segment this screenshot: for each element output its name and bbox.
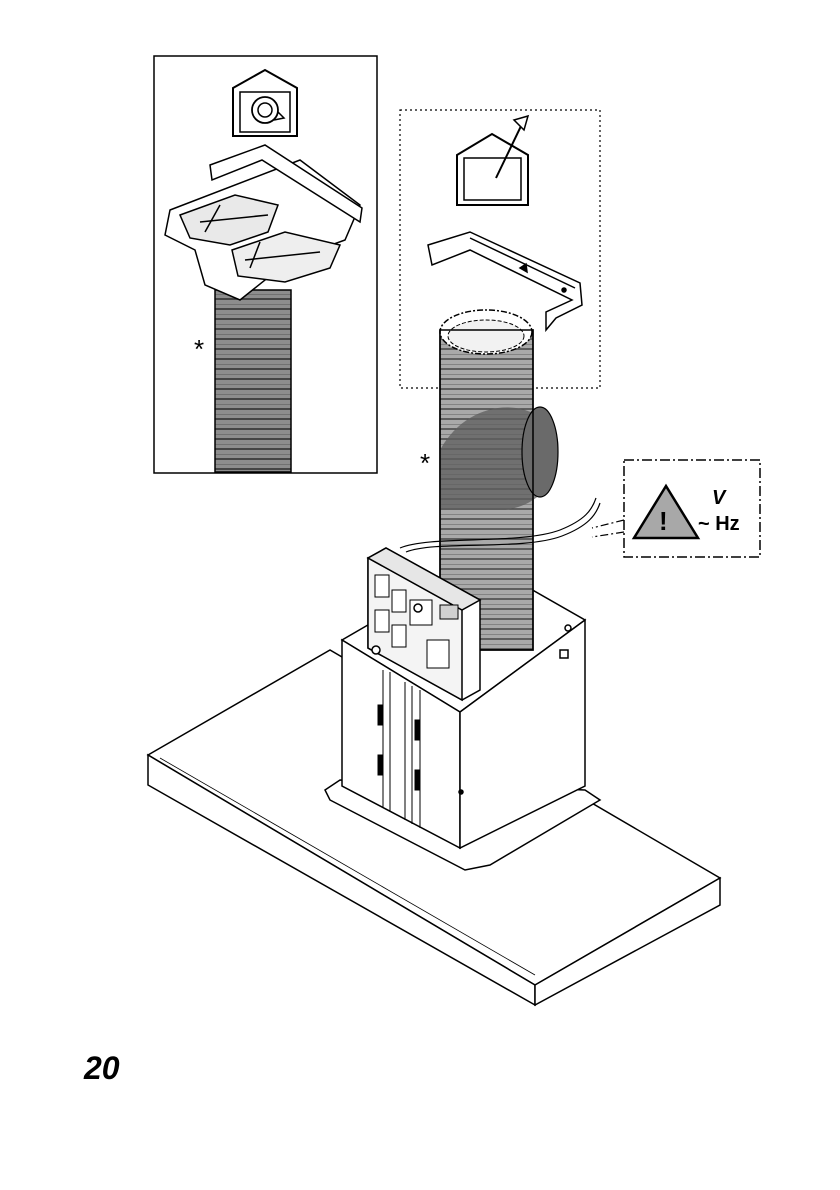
asterisk-main: * (420, 448, 430, 478)
frequency-label: ~ Hz (698, 513, 740, 535)
house-extraction-icon (457, 116, 528, 205)
warning-mark: ! (659, 506, 668, 536)
warning-callout: ! V ~ Hz (592, 460, 760, 557)
voltage-label: V (712, 487, 727, 509)
page-number: 20 (84, 1050, 120, 1087)
asterisk-left: * (194, 334, 204, 364)
recirculation-inset: * (154, 56, 377, 473)
recirculation-duct (215, 290, 291, 472)
